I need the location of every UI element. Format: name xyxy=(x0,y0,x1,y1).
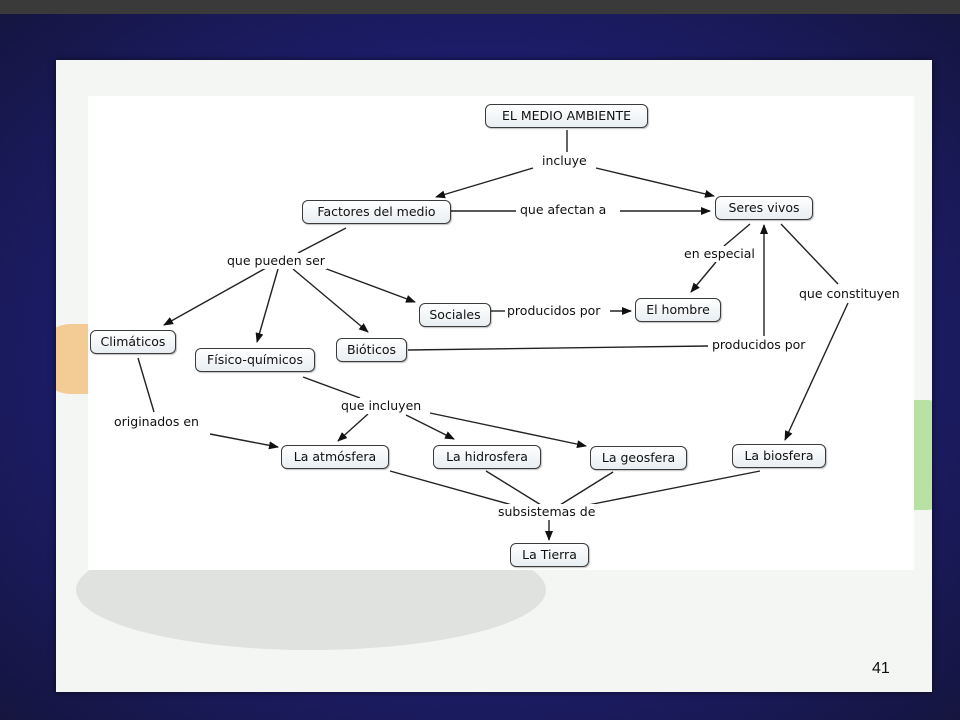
node-la-atmosfera: La atmósfera xyxy=(281,445,389,469)
connector-fisico-quimicos-incluyen xyxy=(302,376,361,399)
node-factores-del-medio: Factores del medio xyxy=(302,200,451,224)
arrow-pueden-ser-climaticos xyxy=(163,267,267,326)
node-el-hombre: El hombre xyxy=(635,298,721,322)
arrow-en-especial-hombre xyxy=(690,261,717,293)
node-la-hidrosfera: La hidrosfera xyxy=(433,445,541,469)
node-la-geosfera: La geosfera xyxy=(590,446,687,470)
link-en-especial: en especial xyxy=(682,246,757,262)
window-top-bar xyxy=(0,0,960,14)
arrow-incluyen-atmosfera xyxy=(337,413,369,442)
node-medio-ambiente: EL MEDIO AMBIENTE xyxy=(485,104,648,128)
link-originados-en: originados en xyxy=(112,414,201,430)
connector-factores-pueden-ser xyxy=(297,227,347,254)
connector-seres-vivos-constituyen xyxy=(780,223,839,285)
link-que-pueden-ser: que pueden ser xyxy=(225,253,327,269)
node-sociales: Sociales xyxy=(419,303,491,327)
arrow-originados-atmosfera xyxy=(209,433,279,450)
connector-atmosfera-subsistemas xyxy=(389,470,513,506)
node-climaticos: Climáticos xyxy=(90,330,176,354)
connector-bioticos-producidos xyxy=(407,345,709,351)
node-bioticos: Bióticos xyxy=(336,338,407,362)
arrow-constituyen-biosfera xyxy=(784,302,849,441)
connector-climaticos-originados xyxy=(137,357,155,413)
link-incluye: incluye xyxy=(540,153,589,169)
arrow-incluye-factores xyxy=(435,167,534,199)
slide-page-number: 41 xyxy=(872,660,890,677)
node-seres-vivos: Seres vivos xyxy=(715,196,813,220)
arrow-pueden-ser-sociales xyxy=(323,267,416,303)
arrow-pueden-ser-bioticos xyxy=(292,268,369,333)
arrow-incluyen-geosfera xyxy=(429,412,587,449)
link-que-constituyen: que constituyen xyxy=(797,286,902,302)
concept-map-connectors xyxy=(137,130,849,541)
concept-map: EL MEDIO AMBIENTE Factores del medio Ser… xyxy=(88,96,914,570)
link-producidos-por-seres-vivos: producidos por xyxy=(710,337,808,353)
node-la-tierra: La Tierra xyxy=(510,543,589,567)
link-que-incluyen: que incluyen xyxy=(339,398,424,414)
link-que-afectan-a: que afectan a xyxy=(518,202,609,218)
connector-biosfera-subsistemas xyxy=(587,470,761,506)
link-subsistemas-de: subsistemas de xyxy=(496,504,598,520)
node-la-biosfera: La biosfera xyxy=(732,444,826,468)
node-fisico-quimicos: Físico-químicos xyxy=(195,348,315,372)
connector-hidrosfera-subsistemas xyxy=(485,470,542,506)
arrow-pueden-ser-fisico-quimicos xyxy=(255,268,279,343)
connector-geosfera-subsistemas xyxy=(559,471,614,506)
link-producidos-por-hombre: producidos por xyxy=(505,303,603,319)
arrow-incluye-seres-vivos xyxy=(595,167,715,198)
connector-seres-vivos-en-especial xyxy=(723,223,751,247)
arrow-incluyen-hidrosfera xyxy=(405,414,455,440)
